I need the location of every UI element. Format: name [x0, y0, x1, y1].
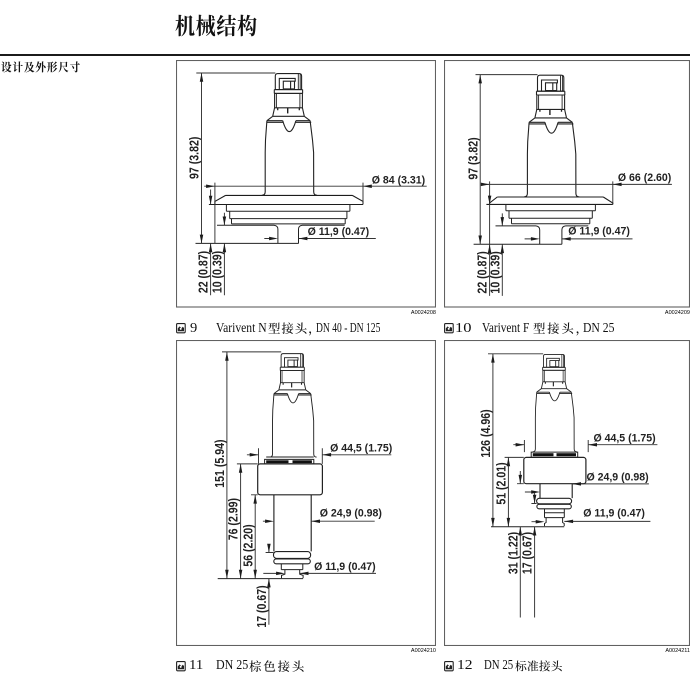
- svg-text:Ø 11,9 (0.47): Ø 11,9 (0.47): [568, 225, 630, 237]
- svg-text:Ø 44,5 (1.75): Ø 44,5 (1.75): [330, 442, 393, 454]
- svg-text:Ø 11,9 (0.47): Ø 11,9 (0.47): [583, 507, 645, 519]
- svg-text:97 (3.82): 97 (3.82): [466, 137, 480, 179]
- svg-text:17 (0.67): 17 (0.67): [521, 531, 535, 573]
- svg-text:Ø 11,9 (0.47): Ø 11,9 (0.47): [314, 560, 376, 572]
- svg-text:17 (0.67): 17 (0.67): [255, 585, 269, 627]
- svg-text:Ø 24,9 (0.98): Ø 24,9 (0.98): [587, 471, 650, 483]
- svg-text:Ø 24,9 (0.98): Ø 24,9 (0.98): [320, 507, 383, 519]
- svg-text:22 (0.87): 22 (0.87): [476, 251, 490, 293]
- svg-text:10 (0.39): 10 (0.39): [489, 251, 503, 293]
- svg-text:Ø 66 (2.60): Ø 66 (2.60): [618, 172, 672, 184]
- svg-text:151 (5.94): 151 (5.94): [213, 439, 227, 487]
- svg-text:31 (1.22): 31 (1.22): [507, 531, 521, 573]
- svg-text:22 (0.87): 22 (0.87): [197, 251, 211, 293]
- svg-text:Ø 84 (3.31): Ø 84 (3.31): [372, 174, 426, 186]
- svg-text:10 (0.39): 10 (0.39): [211, 251, 225, 293]
- svg-text:Ø 11,9 (0.47): Ø 11,9 (0.47): [308, 226, 370, 238]
- svg-text:76 (2.99): 76 (2.99): [227, 497, 241, 539]
- svg-text:51 (2.01): 51 (2.01): [495, 462, 509, 504]
- svg-text:56 (2.20): 56 (2.20): [241, 524, 255, 566]
- svg-text:97 (3.82): 97 (3.82): [188, 137, 202, 179]
- svg-text:126 (4.96): 126 (4.96): [479, 409, 493, 457]
- svg-text:Ø 44,5 (1.75): Ø 44,5 (1.75): [594, 432, 657, 444]
